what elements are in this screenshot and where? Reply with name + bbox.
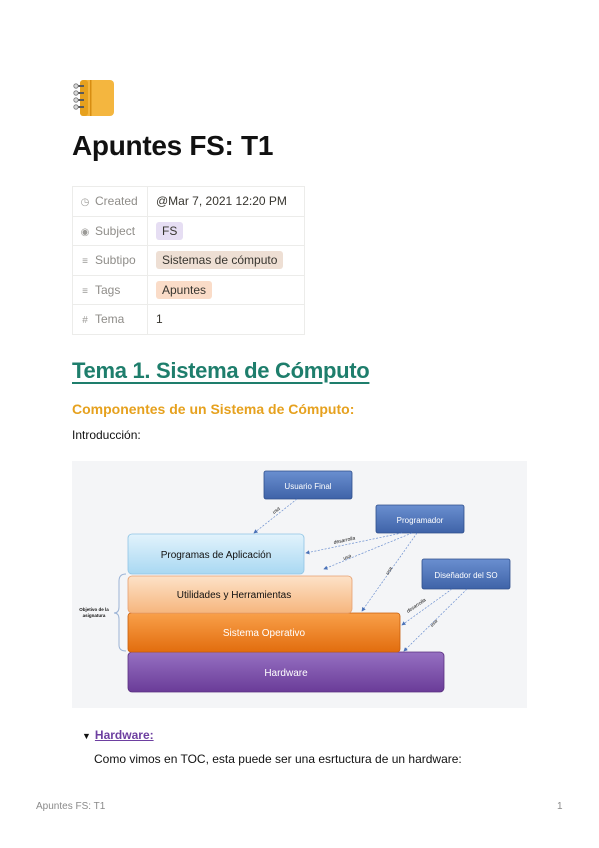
intro-text: Introducción: bbox=[72, 428, 141, 442]
actor-programador bbox=[375, 504, 465, 534]
property-key: # Tema bbox=[72, 304, 148, 335]
property-row-subject: ◉ Subject FS bbox=[72, 215, 305, 246]
property-value[interactable]: 1 bbox=[147, 304, 305, 335]
actor-usuario-label: Usuario Final bbox=[284, 482, 331, 491]
objective-note-line1: Objetivo de la bbox=[79, 607, 109, 612]
actor-disenador-label: Diseñador del SO bbox=[434, 571, 497, 580]
property-value-text: 1 bbox=[156, 312, 163, 327]
toggle-triangle-icon[interactable]: ▼ bbox=[82, 731, 91, 741]
select-icon: ◉ bbox=[80, 226, 90, 238]
hardware-toggle-label: Hardware: bbox=[94, 728, 154, 742]
property-row-created: ◷ Created @Mar 7, 2021 12:20 PM bbox=[72, 186, 305, 217]
property-value[interactable]: @Mar 7, 2021 12:20 PM bbox=[147, 186, 305, 217]
property-key: ≡ Tags bbox=[72, 274, 148, 305]
property-row-tags: ≡ Tags Apuntes bbox=[72, 274, 305, 305]
system-layers-diagram: Hardware Sistema Operativo Utilidades y … bbox=[72, 461, 527, 708]
property-row-tema: # Tema 1 bbox=[72, 304, 305, 335]
arrow-label-usa-2: usa bbox=[343, 553, 353, 562]
arrow-label-usa-1: usa bbox=[272, 506, 282, 516]
arrow-label-desarrolla-1: desarrolla bbox=[333, 535, 356, 545]
property-tag: Apuntes bbox=[156, 280, 213, 299]
property-key: ◉ Subject bbox=[72, 215, 148, 246]
number-icon: # bbox=[82, 315, 88, 327]
actor-programador-label: Programador bbox=[397, 516, 444, 525]
property-value[interactable]: Sistemas de cómputo bbox=[147, 245, 305, 276]
arrow-label-usa-3: usa bbox=[385, 566, 395, 576]
objective-note-line2: asignatura bbox=[83, 613, 106, 618]
list-icon: ≡ bbox=[82, 285, 88, 297]
layer-hardware-label: Hardware bbox=[264, 668, 308, 679]
actor-usuario-final bbox=[263, 470, 353, 500]
property-key-label: Created bbox=[95, 194, 138, 209]
property-tag: FS bbox=[156, 221, 184, 240]
layer-util-label: Utilidades y Herramientas bbox=[177, 590, 292, 601]
actor-disenador bbox=[421, 558, 511, 590]
list-icon: ≡ bbox=[82, 256, 88, 268]
property-value[interactable]: Apuntes bbox=[147, 274, 305, 305]
property-key: ≡ Subtipo bbox=[72, 245, 148, 276]
property-tag: Sistemas de cómputo bbox=[156, 251, 284, 270]
property-key-label: Subject bbox=[95, 223, 136, 238]
properties-table: ◷ Created @Mar 7, 2021 12:20 PM ◉ Subject FS ≡… bbox=[72, 186, 305, 335]
property-key: ◷ Created bbox=[72, 186, 148, 217]
layer-so-label: Sistema Operativo bbox=[223, 628, 306, 639]
arrow-label-usa-4: usa bbox=[429, 618, 439, 628]
page-title: Apuntes FS: T1 bbox=[72, 130, 274, 161]
footer-title: Apuntes FS: T1 bbox=[36, 801, 106, 812]
heading-componentes: Componentes de un Sistema de Cómputo: bbox=[72, 401, 355, 417]
layer-programas bbox=[127, 533, 305, 575]
objective-bracket bbox=[113, 573, 127, 652]
layer-utilidades bbox=[127, 575, 353, 614]
property-key-label: Tema bbox=[95, 312, 125, 327]
property-key-label: Subtipo bbox=[95, 253, 136, 268]
notebook-icon bbox=[73, 80, 114, 116]
clock-icon: ◷ bbox=[80, 197, 90, 209]
property-value-text: @Mar 7, 2021 12:20 PM bbox=[156, 194, 287, 209]
property-key-label: Tags bbox=[95, 282, 121, 297]
hardware-paragraph: Como vimos en TOC, esta puede ser una es… bbox=[94, 752, 462, 766]
property-row-subtipo: ≡ Subtipo Sistemas de cómputo bbox=[72, 245, 305, 276]
hardware-toggle[interactable]: ▼Hardware: bbox=[82, 728, 154, 742]
layer-apps-label: Programas de Aplicación bbox=[161, 550, 272, 561]
property-value[interactable]: FS bbox=[147, 215, 305, 246]
footer-page-number: 1 bbox=[557, 801, 563, 812]
heading-tema: Tema 1. Sistema de Cómputo bbox=[72, 358, 370, 383]
